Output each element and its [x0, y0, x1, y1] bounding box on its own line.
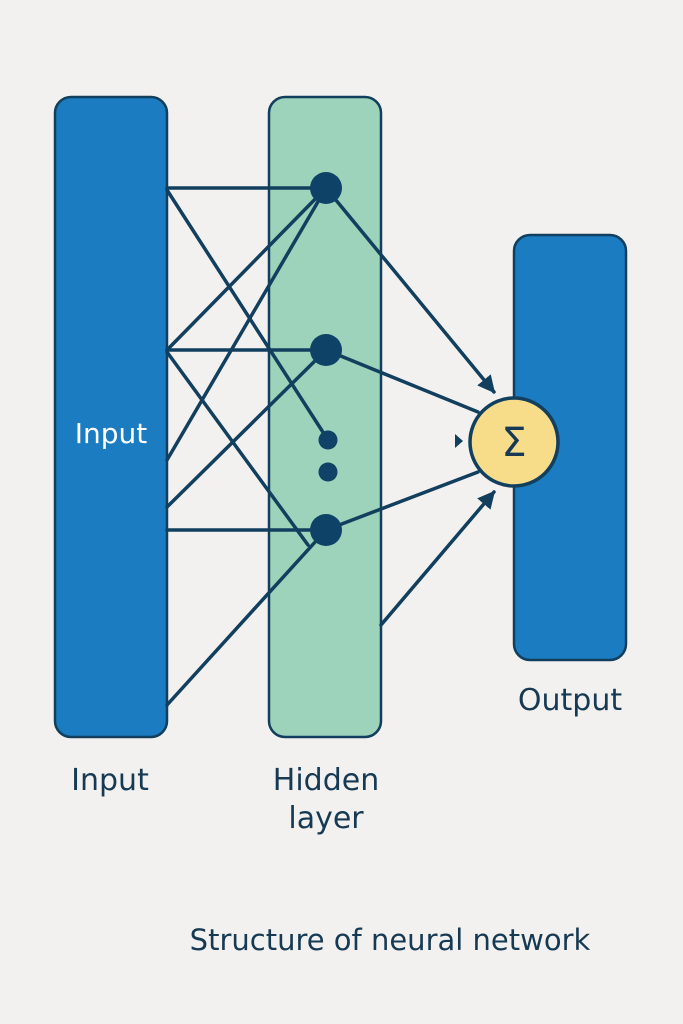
connection-arrow — [379, 490, 496, 627]
connection-line — [324, 470, 480, 532]
input-caption: Input — [71, 763, 149, 798]
diagram-title: Structure of neural network — [189, 923, 591, 957]
hidden-node — [310, 172, 342, 204]
hidden-node — [310, 514, 342, 546]
hidden-caption-line1: Hidden — [272, 763, 380, 798]
hidden-ellipsis-dot — [318, 462, 338, 482]
connection-line — [165, 186, 328, 462]
connection-line — [165, 348, 328, 509]
hidden-ellipsis-dot — [318, 430, 338, 450]
sum-node — [468, 396, 560, 488]
hidden-caption-line2: layer — [288, 800, 364, 836]
connection-line — [165, 528, 328, 707]
connection-line — [324, 348, 480, 414]
connection-arrow — [324, 186, 496, 394]
hidden-caption: Hidden layer — [246, 762, 406, 837]
connection-line — [165, 350, 310, 547]
arrowhead-icon — [455, 434, 463, 448]
connection-line — [165, 188, 330, 442]
sigma-icon: Σ — [501, 420, 526, 466]
hidden-layer-box — [267, 95, 383, 739]
hidden-node — [310, 334, 342, 366]
input-layer-box — [53, 95, 169, 739]
connection-line — [165, 186, 328, 352]
output-caption: Output — [517, 683, 623, 718]
input-inner-label: Input — [74, 417, 148, 450]
